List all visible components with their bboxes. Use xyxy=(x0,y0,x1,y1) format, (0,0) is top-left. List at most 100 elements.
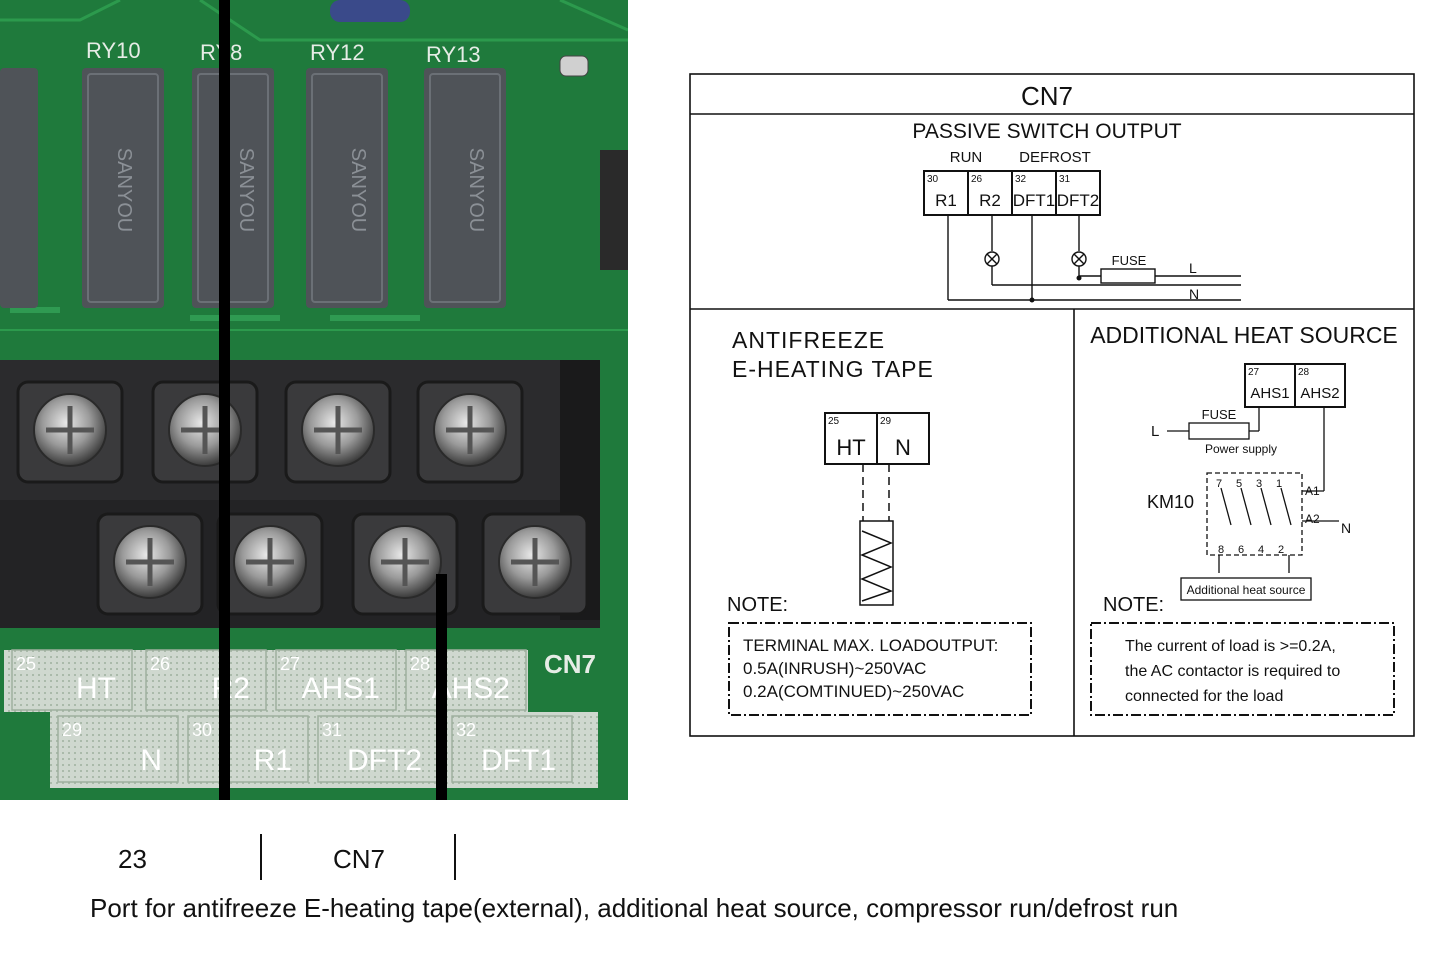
contact-bottom-2: 2 xyxy=(1278,544,1284,556)
ahs-fuse-label: FUSE xyxy=(1202,407,1237,422)
svg-text:HT: HT xyxy=(836,435,865,460)
ahs-note-line-2: the AC contactor is required to xyxy=(1125,663,1340,680)
silk-name-top-2: R2 xyxy=(212,672,250,705)
silk-name-bottom-4: DFT1 xyxy=(481,744,556,777)
svg-text:SANYOU: SANYOU xyxy=(235,148,257,232)
svg-text:N: N xyxy=(895,435,911,460)
screw-bottom-2 xyxy=(216,512,324,616)
svg-text:25: 25 xyxy=(828,416,840,427)
contact-bottom-6: 6 xyxy=(1238,544,1244,556)
cn7-wiring-diagram: CN7 PASSIVE SWITCH OUTPUT RUN DEFROST 30… xyxy=(689,73,1415,737)
passive-fuse-label: FUSE xyxy=(1112,253,1147,268)
pcb-photo: SANYOU RY10 SANYOU RY8 SANYOU RY12 SANYO… xyxy=(0,0,628,800)
ahs-coil-a2: A2 xyxy=(1305,512,1320,526)
svg-text:SANYOU: SANYOU xyxy=(347,148,369,232)
antifreeze-terminal-n: 29N xyxy=(876,412,930,465)
silk-num-bottom-3: 31 xyxy=(322,720,342,740)
svg-text:SANYOU: SANYOU xyxy=(465,148,487,232)
relay-label-ry13: RY13 xyxy=(426,42,481,67)
run-label: RUN xyxy=(950,149,983,166)
silk-name-bottom-2: R1 xyxy=(254,744,292,777)
silk-cell-bottom-1 xyxy=(57,715,179,783)
svg-text:R1: R1 xyxy=(935,191,957,210)
ahs-note-line-1: The current of load is >=0.2A, xyxy=(1125,638,1336,655)
pointer-line-right xyxy=(436,574,447,800)
screw-bottom-4 xyxy=(481,512,589,616)
silk-cell-top-1 xyxy=(11,649,133,711)
silk-cell-bottom-4 xyxy=(451,715,573,783)
antifreeze-note-line-3: 0.2A(COMTINUED)~250VAC xyxy=(743,682,964,701)
relay-ry10: SANYOU RY10 xyxy=(82,38,164,308)
passive-switch-section: PASSIVE SWITCH OUTPUT RUN DEFROST 30R126… xyxy=(912,120,1241,303)
silk-cell-top-3 xyxy=(275,649,397,711)
cell-divider-left xyxy=(260,834,262,880)
ahs-power-supply: Power supply xyxy=(1205,442,1277,456)
screw-bottom-3 xyxy=(351,512,459,616)
svg-text:26: 26 xyxy=(971,174,983,185)
antifreeze-note-line-2: 0.5A(INRUSH)~250VAC xyxy=(743,659,926,678)
defrost-label: DEFROST xyxy=(1019,149,1091,166)
silk-name-bottom-3: DFT2 xyxy=(347,744,422,777)
svg-text:28: 28 xyxy=(1298,367,1310,378)
ahs-heat-source-box: Additional heat source xyxy=(1187,583,1306,597)
cell-divider-right xyxy=(454,834,456,880)
relay-ry12: SANYOU RY12 xyxy=(306,40,388,308)
connector-label-cn7: CN7 xyxy=(544,649,596,679)
svg-text:DFT2: DFT2 xyxy=(1057,191,1100,210)
svg-text:27: 27 xyxy=(1248,367,1260,378)
silk-num-bottom-4: 32 xyxy=(456,720,476,740)
svg-text:R2: R2 xyxy=(979,191,1001,210)
antifreeze-title-1: ANTIFREEZE xyxy=(732,327,885,353)
silk-name-bottom-1: N xyxy=(140,744,162,777)
ahs-note-label: NOTE: xyxy=(1103,594,1164,616)
antifreeze-title-2: E-HEATING TAPE xyxy=(732,356,934,382)
ahs-line-n: N xyxy=(1341,520,1351,536)
silk-cell-bottom-2 xyxy=(187,715,309,783)
contact-top-5: 5 xyxy=(1236,478,1242,490)
port-description: Port for antifreeze E-heating tape(exter… xyxy=(90,893,1179,923)
silk-num-bottom-1: 29 xyxy=(62,720,82,740)
antifreeze-note-line-1: TERMINAL MAX. LOADOUTPUT: xyxy=(743,636,998,655)
relay-label-ry10: RY10 xyxy=(86,38,141,63)
svg-text:32: 32 xyxy=(1015,174,1027,185)
relay-ry8: SANYOU RY8 xyxy=(192,40,274,308)
contact-top-1: 1 xyxy=(1276,478,1282,490)
contact-top-3: 3 xyxy=(1256,478,1262,490)
svg-text:AHS1: AHS1 xyxy=(1250,385,1289,402)
screw-top-2 xyxy=(151,380,259,484)
port-name: CN7 xyxy=(333,844,386,874)
passive-line-n: N xyxy=(1189,286,1199,302)
silk-name-top-1: HT xyxy=(76,672,116,705)
screw-top-1 xyxy=(16,380,124,484)
contact-bottom-8: 8 xyxy=(1218,544,1224,556)
silk-num-top-4: 28 xyxy=(410,654,430,674)
svg-text:29: 29 xyxy=(880,416,892,427)
svg-text:31: 31 xyxy=(1059,174,1071,185)
contact-bottom-4: 4 xyxy=(1258,544,1264,556)
ahs-title: ADDITIONAL HEAT SOURCE xyxy=(1090,322,1398,348)
relay-ry13: SANYOU RY13 xyxy=(424,42,506,308)
silk-cell-top-4 xyxy=(405,649,527,711)
ahs-line-l: L xyxy=(1151,423,1159,440)
silk-name-top-3: AHS1 xyxy=(302,672,380,705)
antifreeze-note-label: NOTE: xyxy=(727,594,788,616)
ahs-note-line-3: connected for the load xyxy=(1125,688,1283,705)
pointer-line-left xyxy=(219,0,230,800)
svg-text:AHS2: AHS2 xyxy=(1300,385,1339,402)
screw-top-4 xyxy=(416,380,524,484)
svg-text:DFT1: DFT1 xyxy=(1013,191,1056,210)
terminal-screws-top xyxy=(16,380,524,484)
screw-bottom-1 xyxy=(96,512,204,616)
contact-top-7: 7 xyxy=(1216,478,1222,490)
silk-num-top-3: 27 xyxy=(280,654,300,674)
passive-title: PASSIVE SWITCH OUTPUT xyxy=(912,120,1181,143)
